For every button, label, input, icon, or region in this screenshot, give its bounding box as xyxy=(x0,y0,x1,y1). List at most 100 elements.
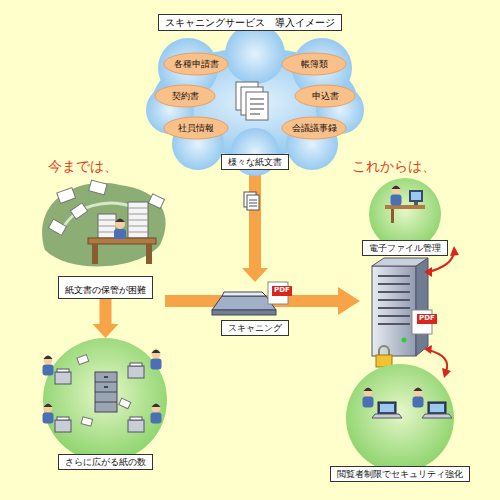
arrow-shaft xyxy=(249,172,261,268)
pdf-icon xyxy=(268,282,292,304)
document-stack xyxy=(236,82,268,120)
paper-crowd xyxy=(151,404,162,424)
small-document xyxy=(249,200,257,206)
paper-crowd xyxy=(43,356,54,376)
box-label: 紙文書の保管が困難 xyxy=(65,285,146,295)
messy-office xyxy=(70,203,87,219)
document-type-oval: 各種申請書 xyxy=(163,52,229,76)
office-worker xyxy=(391,209,394,223)
paper-crowd xyxy=(119,398,131,409)
paper-crowd xyxy=(43,404,54,424)
cloud-fill xyxy=(286,118,338,170)
paper-crowd xyxy=(104,386,108,388)
oval-fill xyxy=(282,53,346,75)
paper-crowd xyxy=(43,350,162,433)
scanner xyxy=(212,310,276,315)
secure-users xyxy=(372,402,402,418)
secure-users xyxy=(422,402,452,418)
office-worker xyxy=(385,186,425,224)
sync-arrowhead xyxy=(424,267,432,277)
sync-arrowhead xyxy=(450,246,459,256)
section-heading: これからは、 xyxy=(352,158,436,174)
messy-office xyxy=(42,183,165,267)
messy-office xyxy=(115,219,125,229)
pdf-icon xyxy=(272,286,292,296)
flow-arrow xyxy=(165,287,360,315)
title-box: スキャニングサービス 導入イメージ xyxy=(158,14,342,31)
oval-label: 契約書 xyxy=(172,90,199,102)
flow-arrow xyxy=(338,287,360,315)
server xyxy=(372,258,428,266)
oval-label: 会議議事録 xyxy=(292,122,337,134)
pdf-icon xyxy=(417,314,437,324)
flow-arrow xyxy=(93,299,119,338)
scanner xyxy=(212,296,276,310)
messy-office xyxy=(148,194,164,209)
sync-arrowhead xyxy=(442,368,451,378)
flow-arrow xyxy=(242,172,268,282)
document-type-oval: 社員情報 xyxy=(163,116,229,140)
office-worker xyxy=(391,186,402,206)
scanner xyxy=(222,292,266,296)
region-circle xyxy=(43,338,167,462)
office-worker xyxy=(385,205,425,209)
messy-office xyxy=(98,220,116,232)
server xyxy=(402,338,407,343)
messy-office xyxy=(57,188,76,204)
oval-label: 申込書 xyxy=(312,90,339,102)
security-group: 閲覧者制限でセキュリティ強化 xyxy=(315,362,485,484)
messy-office xyxy=(42,180,165,266)
region-circle xyxy=(346,364,454,472)
paper-crowd xyxy=(81,417,92,426)
file-management: 電子ファイル管理 xyxy=(345,178,465,258)
document-type-oval: 契約書 xyxy=(154,84,216,108)
oval-label: 各種申請書 xyxy=(174,58,219,70)
oval-label: 社員情報 xyxy=(178,122,214,134)
paper-crowd xyxy=(128,417,144,432)
paper-crowd xyxy=(55,369,71,384)
server xyxy=(372,258,428,356)
messy-office xyxy=(146,244,152,264)
scanner xyxy=(212,292,276,315)
paper-crowd xyxy=(95,382,117,402)
messy-office xyxy=(92,244,98,264)
messy-office xyxy=(48,219,66,235)
messy-office xyxy=(115,219,125,223)
server xyxy=(372,266,416,356)
office-worker xyxy=(414,202,418,205)
document-type-oval: 会議議事録 xyxy=(281,116,347,140)
cloud-fill xyxy=(225,24,285,84)
file-badge: PDF xyxy=(419,314,435,323)
region-label: さらに広がる紙の数 xyxy=(58,454,153,470)
paper-crowd xyxy=(77,355,89,365)
sync-arrowhead xyxy=(424,345,432,354)
office-worker xyxy=(411,192,421,200)
process-box: 紙文書の保管が困難 xyxy=(58,276,153,299)
document-stack xyxy=(246,92,268,120)
section-heading: 今までは、 xyxy=(48,158,118,174)
oval-fill xyxy=(164,53,228,75)
arrow-head xyxy=(93,324,119,338)
arrow-shaft xyxy=(100,299,112,324)
cloud-fill xyxy=(146,24,364,176)
pdf-icon xyxy=(412,310,437,334)
sync-arrowhead xyxy=(424,246,459,378)
oval-fill xyxy=(282,117,346,139)
paper-crowd xyxy=(128,363,144,378)
messy-office xyxy=(114,229,126,239)
paper-crowd xyxy=(55,417,71,432)
paper-crowd xyxy=(95,372,117,412)
document-type-oval: 申込書 xyxy=(294,84,356,108)
small-document xyxy=(247,195,259,210)
messy-office xyxy=(98,214,116,238)
region-label: 閲覧者制限でセキュリティ強化 xyxy=(330,466,470,482)
paper-crowd xyxy=(151,350,162,370)
server xyxy=(378,276,410,324)
oval-label: 帳簿類 xyxy=(301,58,328,70)
secure-users xyxy=(413,388,424,408)
messy-office xyxy=(128,202,148,238)
messy-office xyxy=(89,180,107,195)
file-badge: PDF xyxy=(274,286,290,295)
arrow-head xyxy=(242,268,268,282)
